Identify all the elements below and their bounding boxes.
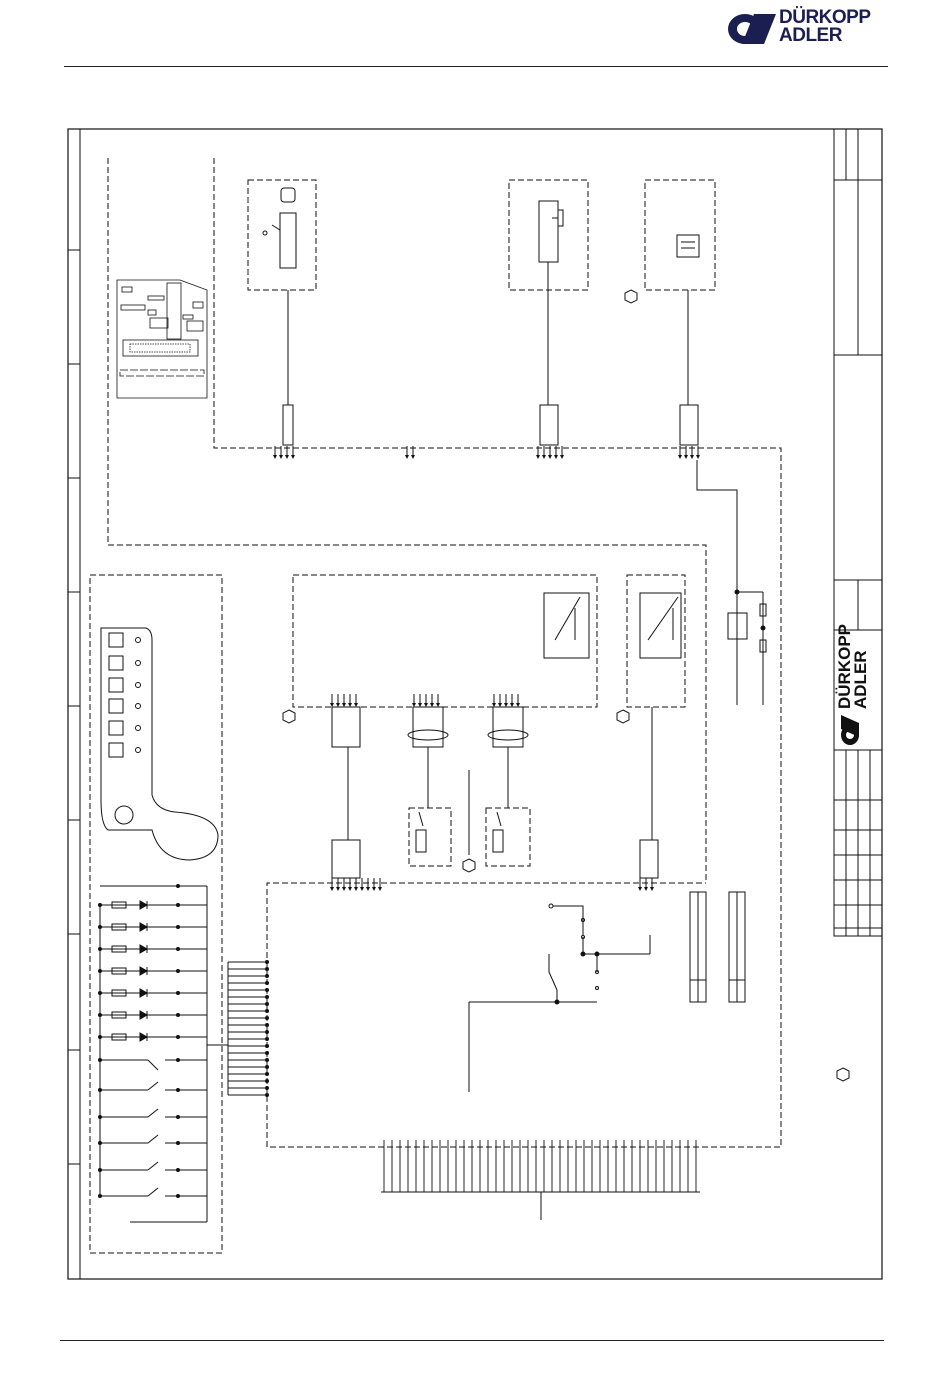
control-panel-icon — [101, 628, 218, 860]
ladder-junctions — [98, 884, 180, 1198]
hex-marker — [283, 710, 295, 723]
valve-icon — [544, 593, 681, 658]
switch-icon — [263, 188, 296, 268]
mid-connectors — [332, 707, 658, 878]
title-block-brand-line2: ADLER — [851, 650, 870, 709]
dashed-enclosures — [90, 158, 781, 1253]
hex-marker — [463, 859, 475, 872]
sensor-icon — [677, 235, 699, 257]
bottom-connector — [381, 1192, 700, 1220]
top-connectors — [283, 405, 698, 445]
title-block-logo-icon — [841, 715, 859, 745]
footer-rule — [60, 1340, 884, 1341]
top-leads — [288, 262, 688, 405]
pushbutton-icon — [100, 1060, 207, 1222]
right-branch-wiring — [697, 460, 766, 705]
bottom-pins — [384, 1140, 696, 1192]
wire-harness — [207, 962, 265, 1095]
center-switch-wiring — [469, 904, 650, 1092]
title-block — [834, 129, 882, 936]
led-icon — [100, 901, 207, 1041]
mid-pins — [330, 694, 654, 891]
frame-zone-ticks — [68, 250, 80, 1164]
drawing-frame — [68, 129, 882, 1279]
hex-marker — [617, 710, 629, 723]
right-strips — [690, 892, 745, 1002]
hex-marker — [625, 290, 637, 303]
potentiometer-icon — [539, 201, 563, 262]
pcb-board-icon — [117, 280, 207, 398]
led-ladder — [100, 886, 207, 1222]
hex-marker — [837, 1068, 849, 1081]
title-block-brand: DÜRKOPP ADLER — [835, 624, 870, 745]
hex-markers — [283, 290, 849, 1081]
